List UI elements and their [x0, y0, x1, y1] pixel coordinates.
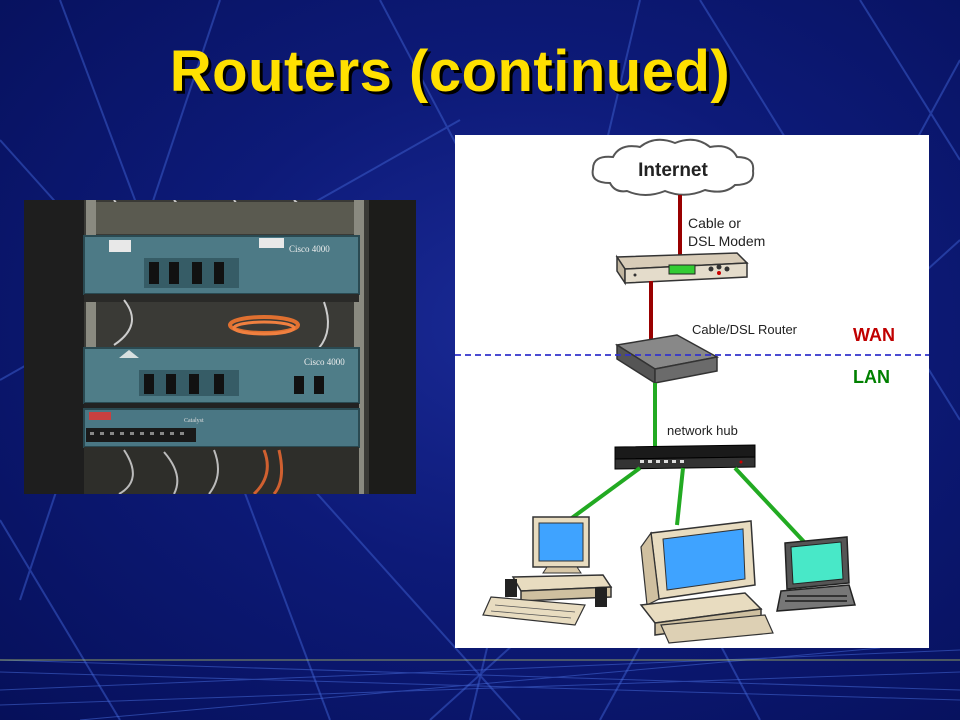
- router-icon: [614, 334, 720, 385]
- desktop-computer-center-icon: [639, 520, 774, 644]
- hub-label: network hub: [667, 423, 738, 438]
- lan-label: LAN: [853, 367, 890, 387]
- modem-label-line2: DSL Modem: [688, 233, 765, 249]
- dsl-modem-icon: [615, 252, 749, 286]
- internet-label: Internet: [638, 160, 708, 181]
- slide-title: Routers (continued): [169, 39, 731, 104]
- desktop-computer-left-icon: [482, 516, 613, 626]
- router-middle-label: Cisco 4000: [304, 357, 345, 367]
- router-label: Cable/DSL Router: [692, 322, 798, 337]
- network-hub-icon: [614, 444, 756, 470]
- wan-label: WAN: [853, 325, 895, 345]
- laptop-computer-icon: [776, 536, 856, 612]
- router-top-label: Cisco 4000: [289, 244, 330, 254]
- internet-cloud-icon: [591, 138, 755, 196]
- modem-label-line1: Cable or: [688, 215, 741, 231]
- router-rack-photo: Cisco 4000 Cisco 4000 Catalyst: [24, 200, 416, 494]
- switch-label: Catalyst: [184, 418, 204, 424]
- network-diagram: Internet Cable or DSL Modem Cable/DSL Ro…: [455, 135, 929, 648]
